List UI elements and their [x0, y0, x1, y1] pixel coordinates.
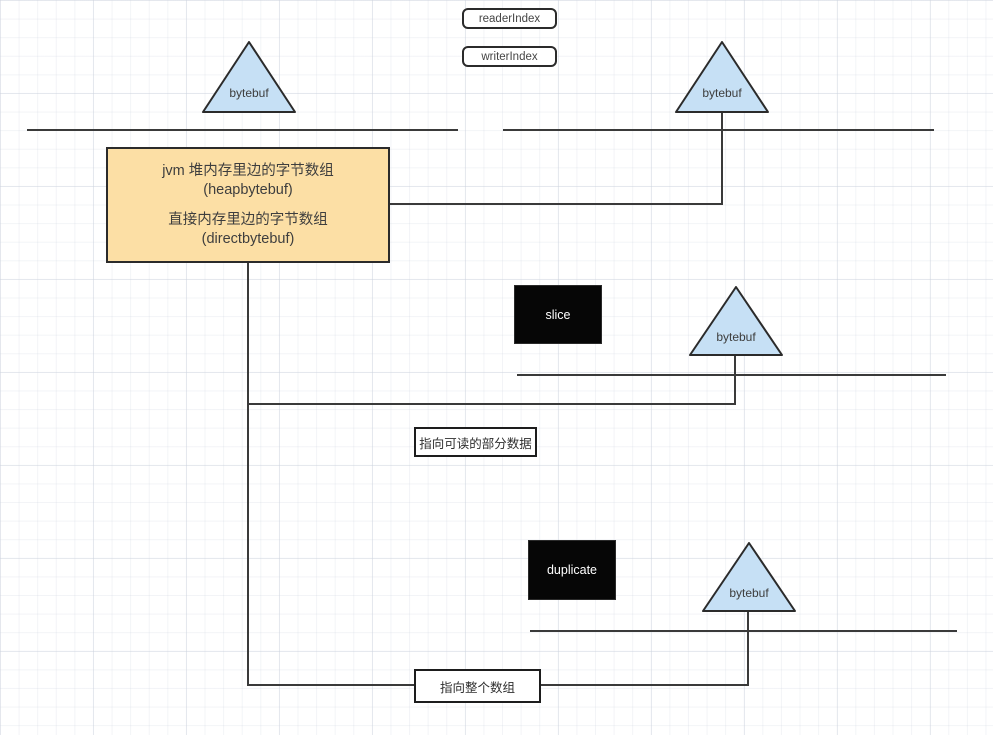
- bytebuf-triangle-heap: bytebuf: [202, 41, 296, 113]
- writer-index-node: writerIndex: [462, 46, 557, 67]
- duplicate-annotation: 指向整个数组: [414, 669, 541, 703]
- slice-annotation-label: 指向可读的部分数据: [419, 436, 532, 451]
- slice-box: slice: [514, 285, 602, 344]
- duplicate-box: duplicate: [528, 540, 616, 600]
- direct-sub: (directbytebuf): [201, 230, 295, 247]
- reader-index-node: readerIndex: [462, 8, 557, 29]
- duplicate-label: duplicate: [546, 563, 598, 577]
- heap-bytebuf-text: jvm 堆内存里边的字节数组 (heapbytebuf): [162, 162, 334, 200]
- heap-sub: (heapbytebuf): [203, 181, 293, 198]
- connector-to-memory-box: [390, 203, 723, 205]
- triangle-label: bytebuf: [729, 586, 769, 600]
- slice-rail: [248, 403, 736, 405]
- baseline-top-right: [503, 129, 934, 131]
- connector-duplicate-triangle-down: [747, 611, 749, 686]
- reader-index-label: readerIndex: [478, 12, 541, 25]
- connector-right-triangle-down: [721, 112, 723, 205]
- triangle-shape: [702, 542, 796, 612]
- duplicate-annotation-label: 指向整个数组: [439, 680, 515, 695]
- connector-slice-triangle-down: [734, 355, 736, 405]
- slice-baseline: [517, 374, 946, 376]
- bytebuf-triangle-direct: bytebuf: [675, 41, 769, 113]
- triangle-label: bytebuf: [716, 330, 756, 344]
- direct-bytebuf-text: 直接内存里边的字节数组 (directbytebuf): [168, 211, 328, 249]
- triangle-label: bytebuf: [229, 86, 269, 100]
- triangle-shape: [689, 286, 783, 356]
- heap-line: jvm 堆内存里边的字节数组: [162, 162, 334, 179]
- triangle-shape: [202, 41, 296, 113]
- triangle-label: bytebuf: [702, 86, 742, 100]
- slice-label: slice: [545, 307, 571, 322]
- bytebuf-triangle-slice: bytebuf: [689, 286, 783, 356]
- writer-index-label: writerIndex: [481, 50, 538, 63]
- duplicate-baseline: [530, 630, 957, 632]
- connector-memory-box-down: [247, 263, 249, 686]
- direct-line: 直接内存里边的字节数组: [168, 211, 328, 228]
- triangle-shape: [675, 41, 769, 113]
- memory-box: jvm 堆内存里边的字节数组 (heapbytebuf) 直接内存里边的字节数组…: [106, 147, 390, 263]
- slice-annotation: 指向可读的部分数据: [414, 427, 537, 457]
- baseline-top-left: [27, 129, 458, 131]
- bytebuf-triangle-duplicate: bytebuf: [702, 542, 796, 612]
